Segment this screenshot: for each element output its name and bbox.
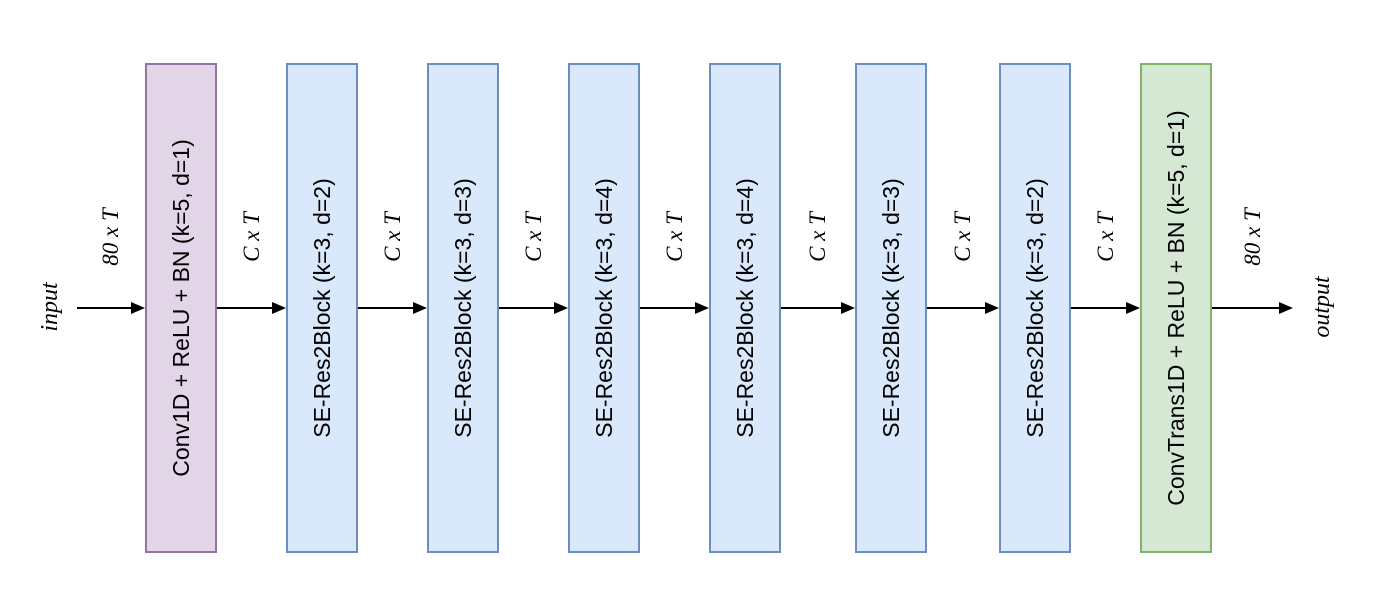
diagram-block-se-res2block-2 — [427, 63, 499, 553]
block-label: SE-Res2Block (k=3, d=2) — [308, 178, 335, 438]
arrowhead-icon — [1126, 302, 1140, 314]
arrow-line — [77, 307, 133, 309]
block-label: SE-Res2Block (k=3, d=4) — [731, 178, 758, 438]
block-label: ConvTrans1D + ReLU + BN (k=5, d=1) — [1162, 110, 1189, 506]
arrow-dimension-label: C x T — [661, 212, 687, 262]
arrow-dimension-label: C x T — [1092, 212, 1118, 262]
arrow-dimension-label: C x T — [238, 212, 264, 262]
arrowhead-icon — [413, 302, 427, 314]
arrowhead-icon — [985, 302, 999, 314]
arrow-line — [640, 307, 697, 309]
block-label: SE-Res2Block (k=3, d=4) — [590, 178, 617, 438]
arrowhead-icon — [554, 302, 568, 314]
arrow-line — [927, 307, 987, 309]
block-label: SE-Res2Block (k=3, d=3) — [449, 178, 476, 438]
block-label: Conv1D + ReLU + BN (k=5, d=1) — [167, 139, 194, 477]
arrow-dimension-label: 80 x T — [98, 208, 123, 266]
arrow-dimension-label: C x T — [379, 212, 405, 262]
diagram-block-se-res2block-3 — [568, 63, 640, 553]
diagram-block-convtrans1d — [1140, 63, 1212, 553]
input-label: input — [37, 282, 63, 332]
arrowhead-icon — [272, 302, 286, 314]
arrowhead-icon — [841, 302, 855, 314]
arrow-line — [499, 307, 556, 309]
arrow-dimension-label: C x T — [520, 212, 546, 262]
arrow-line — [1212, 307, 1281, 309]
diagram-block-se-res2block-5 — [855, 63, 927, 553]
arrow-line — [358, 307, 415, 309]
arrowhead-icon — [131, 302, 145, 314]
block-label: SE-Res2Block (k=3, d=2) — [1021, 178, 1048, 438]
arrow-dimension-label: 80 x T — [1239, 208, 1265, 266]
arrow-line — [781, 307, 843, 309]
arrowhead-icon — [1279, 302, 1293, 314]
diagram-block-conv1d — [145, 63, 217, 553]
diagram-block-se-res2block-1 — [286, 63, 358, 553]
output-label: output — [1309, 276, 1335, 338]
diagram-block-se-res2block-6 — [999, 63, 1071, 553]
block-label: SE-Res2Block (k=3, d=3) — [877, 178, 904, 438]
arrow-line — [1071, 307, 1128, 309]
arrowhead-icon — [695, 302, 709, 314]
arrow-dimension-label: C x T — [950, 212, 975, 262]
arrow-line — [217, 307, 274, 309]
arrow-dimension-label: C x T — [805, 212, 830, 262]
diagram-block-se-res2block-4 — [709, 63, 781, 553]
